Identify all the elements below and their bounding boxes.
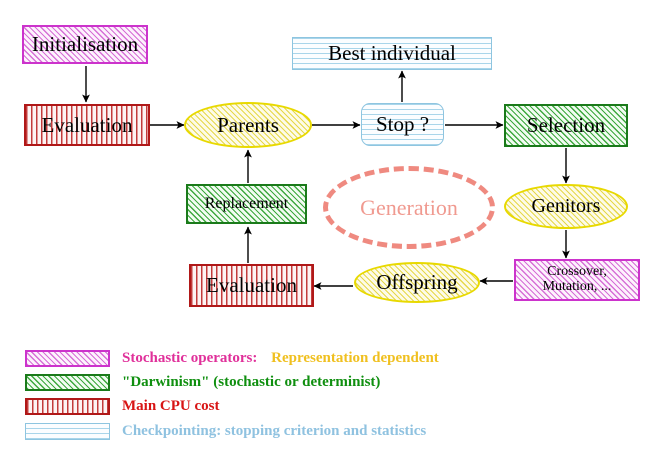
node-parents-label: Parents — [217, 112, 279, 137]
legend-swatch-blue-horizontal-hatch — [25, 423, 110, 440]
node-stop[interactable]: Stop ? — [361, 103, 444, 146]
node-best-individual[interactable]: Best individual — [292, 37, 492, 70]
node-evaluation-bottom-label: Evaluation — [206, 273, 297, 298]
node-evaluation-bottom[interactable]: Evaluation — [189, 264, 314, 307]
node-offspring-label: Offspring — [376, 270, 458, 295]
node-evaluation-top-label: Evaluation — [41, 112, 133, 137]
legend-swatch-red-vertical-hatch — [25, 398, 110, 415]
node-crossover-label-line1: Crossover, — [547, 264, 607, 280]
node-replacement-label: Replacement — [204, 194, 289, 212]
node-genitors[interactable]: Genitors — [504, 184, 628, 229]
node-selection[interactable]: Selection — [504, 104, 628, 147]
legend-row-main-cpu-cost — [25, 398, 110, 415]
node-generation-label: Generation — [360, 194, 458, 220]
legend-row-darwinism — [25, 374, 110, 391]
node-generation: Generation — [323, 166, 495, 249]
node-parents[interactable]: Parents — [184, 102, 312, 148]
legend-row-checkpointing — [25, 423, 110, 440]
node-initialisation[interactable]: Initialisation — [22, 25, 148, 64]
legend-label-checkpointing: Checkpointing: stopping criterion and st… — [122, 423, 427, 439]
node-offspring[interactable]: Offspring — [354, 262, 480, 303]
node-crossover-mutation[interactable]: Crossover, Mutation, ... — [514, 259, 640, 301]
node-selection-label: Selection — [526, 113, 606, 138]
legend-swatch-magenta-diagonal-hatch — [25, 350, 110, 367]
legend-label-darwinism: "Darwinism" (stochastic or determinist) — [122, 374, 381, 390]
legend-label-representation-dependent: Representation dependent — [271, 350, 439, 366]
node-crossover-label-line2: Mutation, ... — [542, 279, 612, 294]
node-initialisation-label: Initialisation — [31, 32, 139, 57]
node-replacement[interactable]: Replacement — [186, 184, 307, 224]
node-best-individual-label: Best individual — [328, 41, 456, 66]
legend-swatch-green-diagonal-hatch — [25, 374, 110, 391]
legend-row-stochastic-operators — [25, 350, 110, 367]
legend-label-main-cpu-cost: Main CPU cost — [122, 398, 220, 414]
node-genitors-label: Genitors — [531, 195, 601, 217]
node-stop-label: Stop ? — [375, 112, 430, 137]
legend-label-stochastic-operators: Stochastic operators: Representation dep… — [122, 350, 439, 367]
legend-label-stochastic-operators-text: Stochastic operators: — [122, 350, 258, 366]
node-evaluation-top[interactable]: Evaluation — [24, 104, 150, 146]
